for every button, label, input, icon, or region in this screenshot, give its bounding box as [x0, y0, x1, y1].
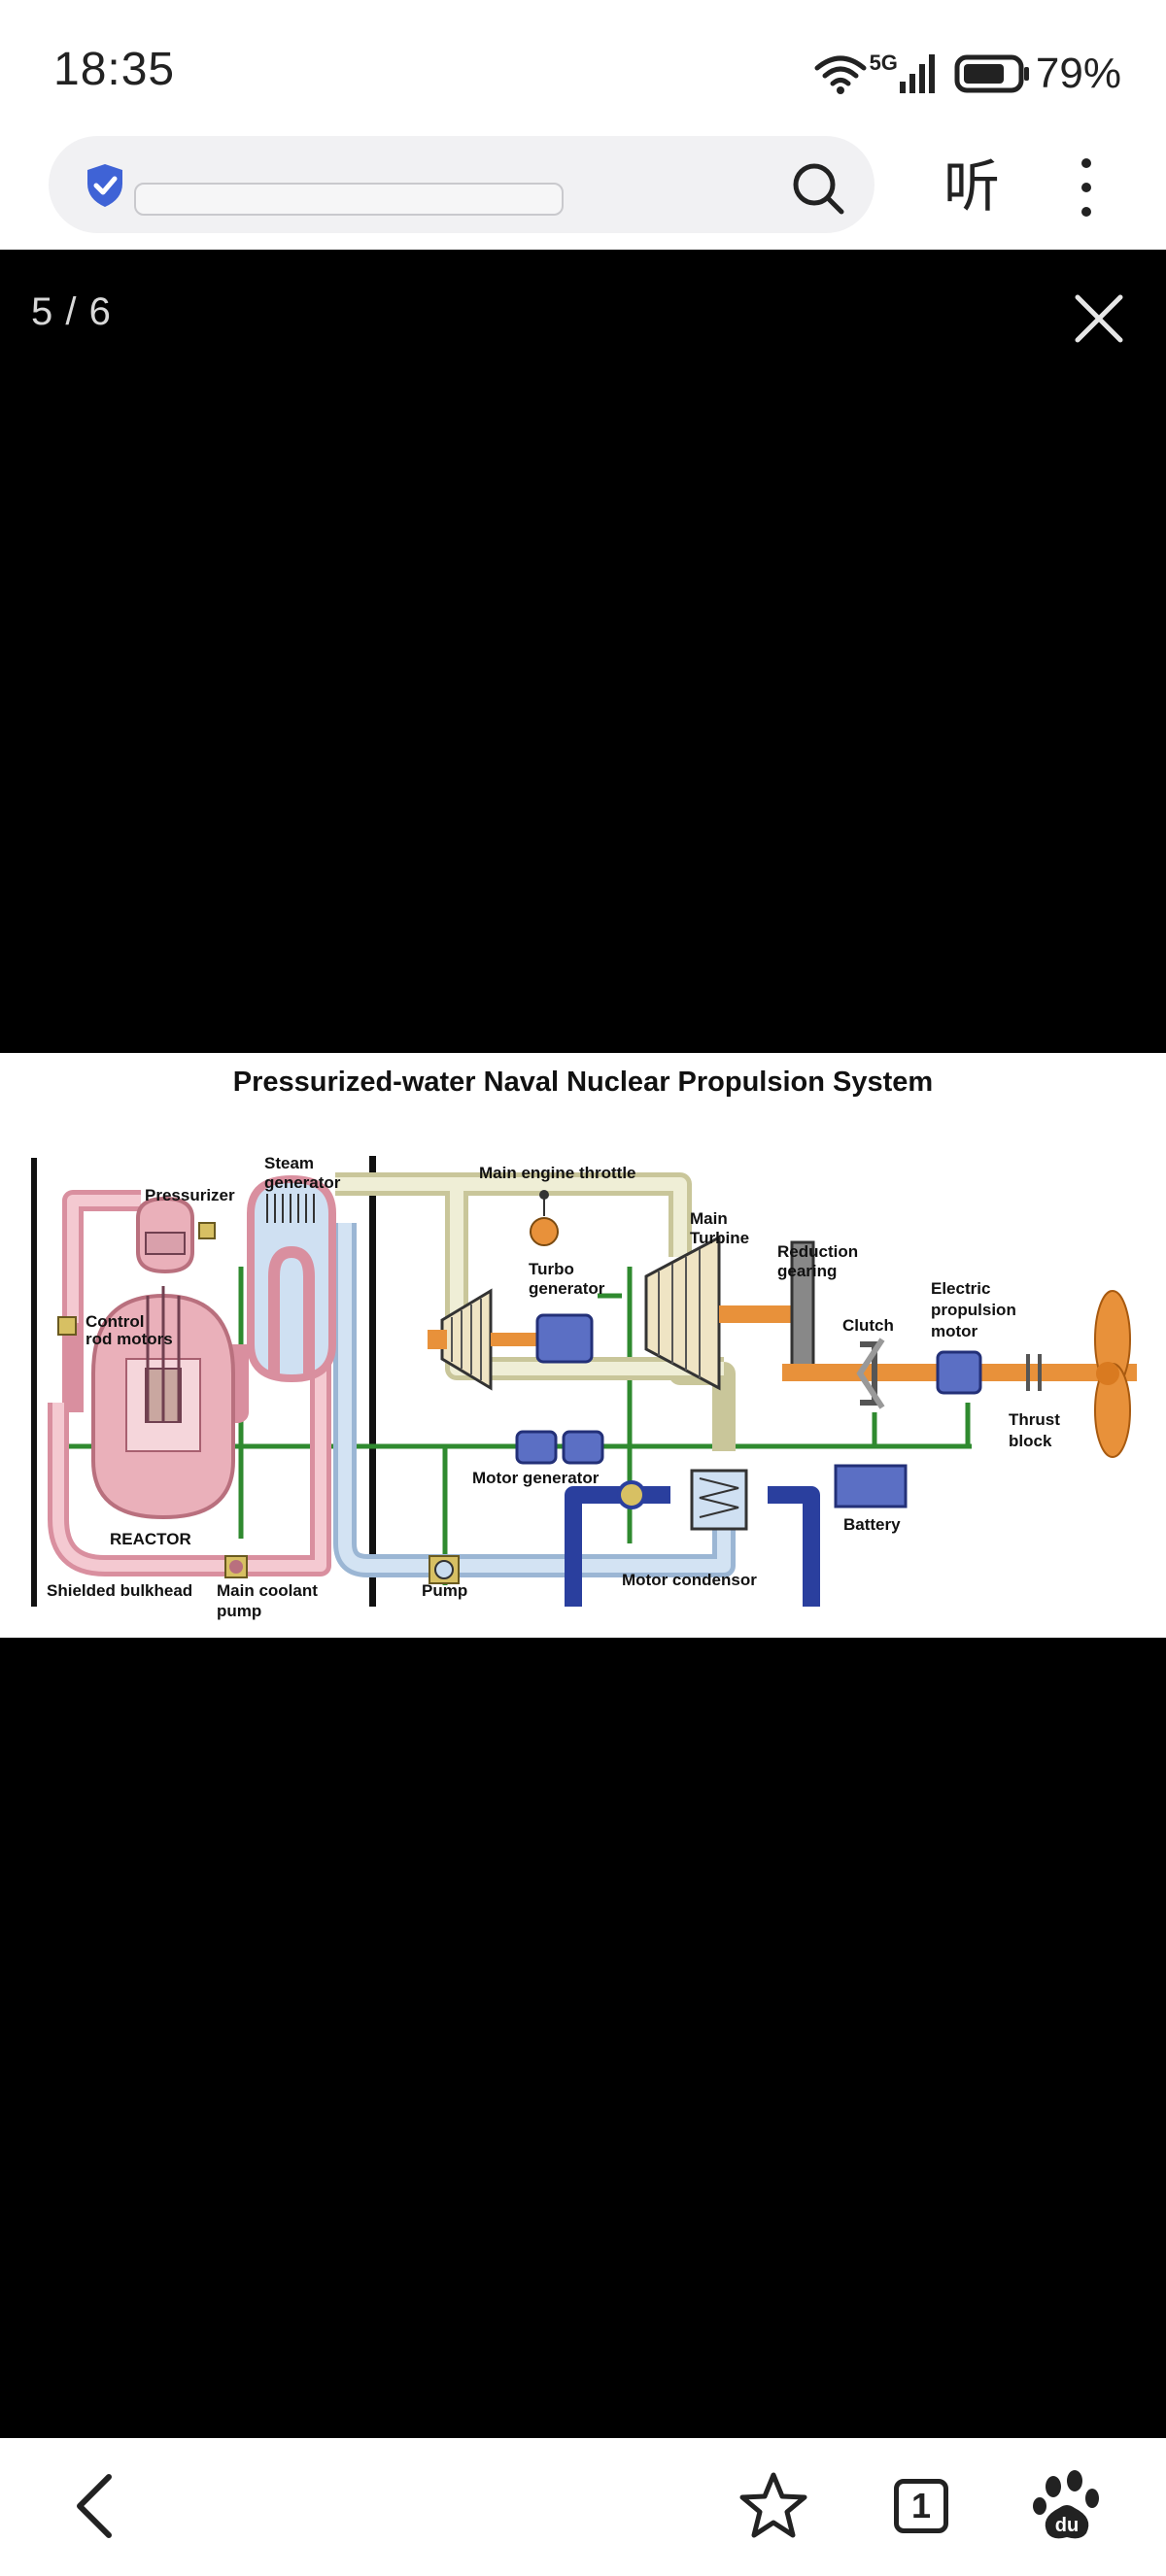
url-text [134, 183, 564, 216]
label-pressurizer: Pressurizer [145, 1186, 235, 1204]
main-turbine [644, 1235, 797, 1391]
label-control-rod-motors: Control [86, 1312, 144, 1331]
motor-generator [515, 1430, 604, 1465]
tab-count: 1 [894, 2479, 948, 2533]
label-turbo-generator: Turbo [529, 1260, 574, 1278]
battery-percent: 79% [1035, 50, 1121, 97]
feed-pump [429, 1555, 460, 1584]
address-bar[interactable] [49, 136, 874, 233]
battery-bank [834, 1464, 908, 1508]
bulkhead-left [31, 1158, 37, 1607]
label-thrust-block: Thrust [1009, 1410, 1060, 1429]
label-clutch: Clutch [842, 1316, 894, 1335]
diagram-title: Pressurized-water Naval Nuclear Propulsi… [232, 1067, 934, 1098]
svg-text:generator: generator [529, 1279, 605, 1298]
propulsion-diagram: Pressurizer Steam generator Main engine … [31, 1154, 1137, 1620]
svg-text:generator: generator [264, 1173, 341, 1192]
svg-text:block: block [1009, 1432, 1052, 1450]
label-shielded-bulkhead: Shielded bulkhead [47, 1581, 192, 1600]
close-icon[interactable] [1074, 293, 1124, 344]
turbo-generator [428, 1288, 594, 1391]
browser-toolbar [0, 117, 1166, 250]
battery-icon [954, 54, 1029, 93]
label-main-engine-throttle: Main engine throttle [479, 1164, 636, 1182]
status-icons: 5G 79% [813, 45, 1121, 103]
clutch [856, 1338, 885, 1409]
propeller [1094, 1290, 1131, 1458]
wifi-icon [814, 55, 867, 94]
svg-text:gearing: gearing [777, 1262, 837, 1280]
tabs-button[interactable]: 1 [882, 2467, 960, 2545]
label-main-turbine: Main [690, 1209, 728, 1228]
status-bar: 18:35 5G 79% [0, 0, 1166, 136]
svg-text:rod motors: rod motors [86, 1330, 173, 1348]
thrust-block [1026, 1354, 1042, 1391]
svg-text:du: du [1055, 2515, 1079, 2536]
bulkhead-right [369, 1156, 376, 1607]
image-viewer[interactable]: 5 / 6 Pressurized-water Naval Nuclear Pr… [0, 250, 1166, 2438]
svg-text:Turbine: Turbine [690, 1229, 749, 1247]
label-battery: Battery [843, 1515, 901, 1534]
search-icon[interactable] [787, 157, 849, 220]
svg-text:motor: motor [931, 1322, 978, 1340]
label-steam-generator: Steam [264, 1154, 314, 1172]
label-main-coolant-pump: Main coolant [217, 1581, 318, 1600]
svg-text:pump: pump [217, 1602, 261, 1620]
label-motor-condensor: Motor condensor [622, 1571, 757, 1589]
back-arrow-icon[interactable] [58, 2467, 136, 2545]
control-rod-motor [57, 1316, 77, 1336]
reactor-vessel [91, 1286, 235, 1520]
label-reduction-gearing: Reduction [777, 1242, 858, 1261]
listen-button[interactable]: 听 [943, 153, 1000, 220]
throttle-valve [530, 1190, 559, 1246]
bottom-navigation: 1 du [0, 2438, 1166, 2576]
svg-text:propulsion: propulsion [931, 1301, 1016, 1319]
star-bookmark-icon[interactable] [735, 2467, 812, 2545]
shield-check-icon [87, 164, 122, 207]
label-motor-generator: Motor generator [472, 1469, 600, 1487]
more-menu-icon[interactable] [1069, 153, 1104, 221]
status-time: 18:35 [53, 44, 176, 95]
diagram-image[interactable]: Pressurized-water Naval Nuclear Propulsi… [0, 1053, 1166, 1638]
label-pump: Pump [422, 1581, 467, 1600]
condensor [617, 1469, 748, 1531]
main-coolant-pump [224, 1555, 248, 1578]
network-type: 5G [869, 51, 898, 75]
propulsion-motor [936, 1350, 982, 1395]
label-electric-propulsion-motor: Electric [931, 1279, 990, 1298]
steam-generator [247, 1174, 336, 1383]
signal-icon [899, 54, 935, 93]
pressurizer [136, 1196, 216, 1274]
label-reactor: REACTOR [110, 1530, 191, 1548]
baidu-paw-icon[interactable]: du [1030, 2467, 1108, 2545]
image-counter: 5 / 6 [31, 290, 112, 333]
